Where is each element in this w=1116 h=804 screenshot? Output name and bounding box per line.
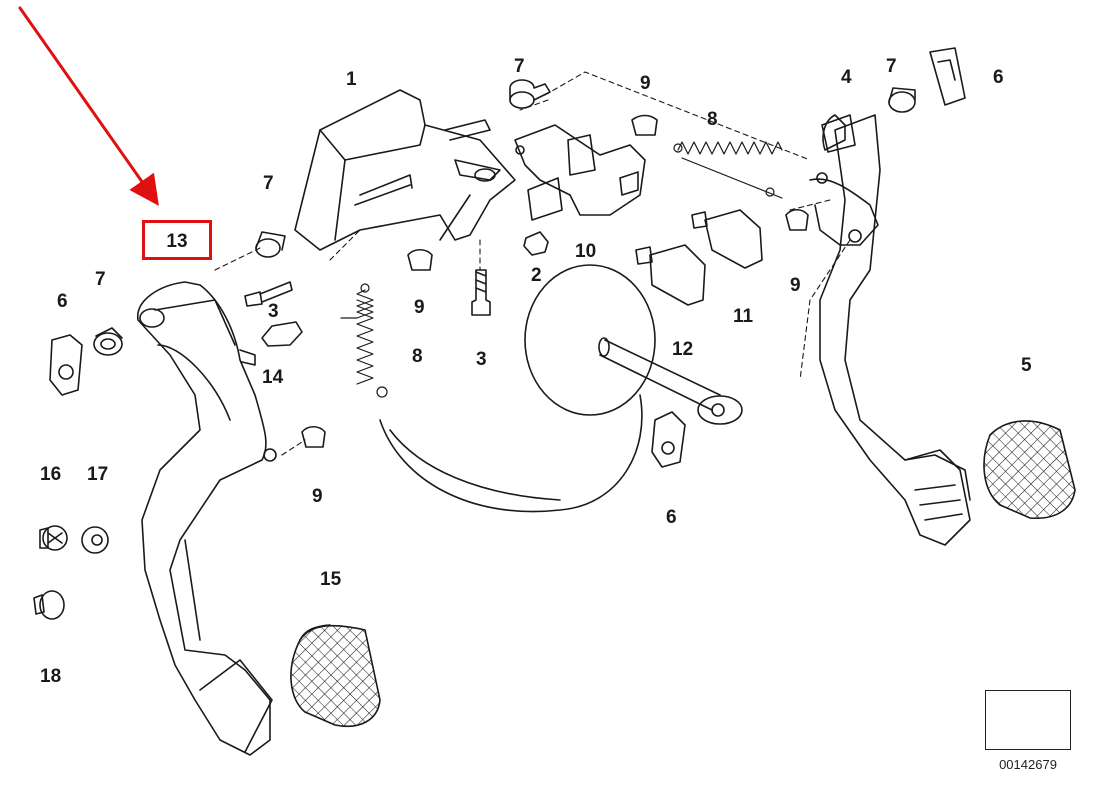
clip-6-top-right <box>929 47 966 106</box>
callout-9: 9 <box>790 275 801 296</box>
bolt-3-vertical <box>471 269 491 316</box>
callout-6: 6 <box>666 507 677 528</box>
callout-10: 10 <box>575 241 597 262</box>
pin-14 <box>261 321 303 347</box>
reference-frame <box>985 690 1071 750</box>
callout-3: 3 <box>268 301 279 322</box>
callout-9: 9 <box>414 297 425 318</box>
callout-18: 18 <box>40 666 62 687</box>
callout-16: 16 <box>40 464 62 485</box>
return-spring-left <box>340 283 388 398</box>
callout-14: 14 <box>262 367 284 388</box>
callout-1: 1 <box>346 69 357 90</box>
pointer-arrow <box>18 6 159 206</box>
callout-7: 7 <box>95 269 106 290</box>
bolt-3-horizontal <box>244 281 293 307</box>
callout-7: 7 <box>514 56 525 77</box>
callout-6: 6 <box>57 291 68 312</box>
callout-11: 11 <box>733 306 754 327</box>
callout-4: 4 <box>841 67 852 88</box>
bushing-7-mid <box>255 231 286 258</box>
bushing-7-left <box>93 327 123 356</box>
callout-8: 8 <box>412 346 423 367</box>
screw-16 <box>39 525 68 551</box>
callout-6: 6 <box>993 67 1004 88</box>
clip-6-bottom <box>651 411 686 468</box>
push-rod <box>598 337 743 425</box>
callout-8: 8 <box>707 109 718 130</box>
highlight-box: 13 <box>142 220 212 260</box>
stop-9-right <box>785 208 809 231</box>
leader-lines <box>214 71 851 456</box>
stop-9-mid <box>407 248 433 271</box>
switch-11 <box>691 209 763 269</box>
bushing-7-right <box>888 87 916 113</box>
bushing-7-top <box>509 79 551 109</box>
callout-9: 9 <box>312 486 323 507</box>
bushing-4 <box>821 114 856 153</box>
callout-13: 13 <box>166 231 188 252</box>
clip-6-left <box>49 334 83 396</box>
brake-booster <box>379 264 656 513</box>
switch-bracket <box>514 124 646 221</box>
clutch-pedal <box>137 281 277 756</box>
brake-pedal-pad <box>983 420 1076 520</box>
plug-18 <box>33 590 65 620</box>
return-spring-top <box>673 141 783 199</box>
nut-2 <box>523 231 549 256</box>
callout-17: 17 <box>87 464 109 485</box>
callout-2: 2 <box>531 265 542 286</box>
callout-12: 12 <box>672 339 694 360</box>
brake-pedal <box>809 114 971 546</box>
washer-17 <box>81 526 109 554</box>
stop-9-low <box>301 425 326 448</box>
clutch-pedal-pad <box>290 624 381 727</box>
callout-7: 7 <box>263 173 274 194</box>
pedal-bracket <box>294 89 516 251</box>
callout-9: 9 <box>640 73 651 94</box>
switch-12 <box>635 244 706 306</box>
stop-9-top <box>631 114 658 136</box>
callout-3: 3 <box>476 349 487 370</box>
callout-7: 7 <box>886 56 897 77</box>
reference-code: 00142679 <box>999 757 1057 772</box>
callout-5: 5 <box>1021 355 1032 376</box>
callout-15: 15 <box>320 569 342 590</box>
